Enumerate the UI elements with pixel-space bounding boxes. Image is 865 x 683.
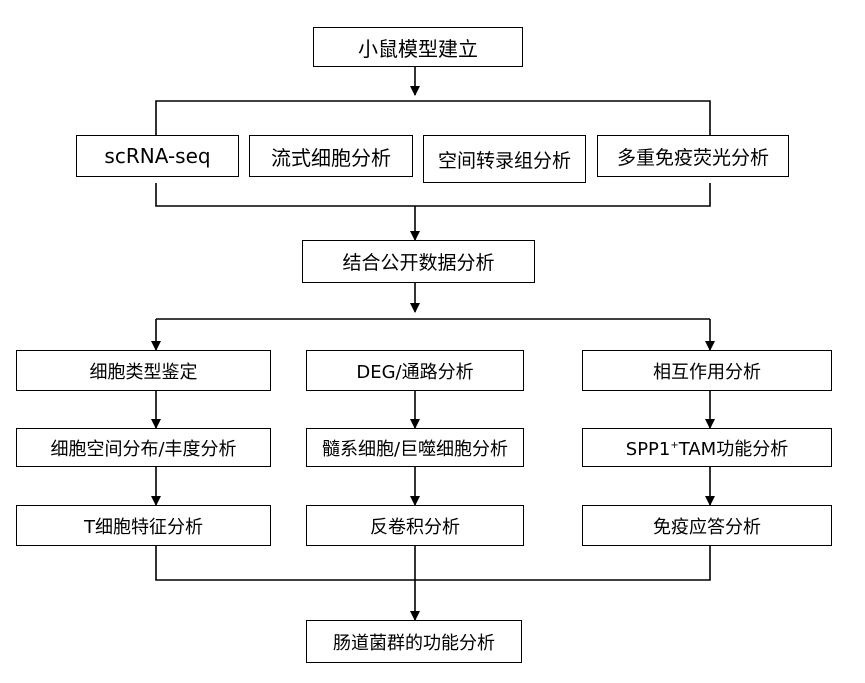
integrate-box: 结合公开数据分析 xyxy=(302,240,535,283)
cell-type-label: 细胞类型鉴定 xyxy=(89,361,198,383)
bracket-line xyxy=(155,100,711,135)
method-label: 流式细胞分析 xyxy=(271,145,391,170)
spatial-distribution-label: 细胞空间分布/丰度分析 xyxy=(50,438,237,460)
tcell-label: T细胞特征分析 xyxy=(84,516,203,538)
col3-step3-box: 免疫应答分析 xyxy=(582,505,832,546)
gut-microbiota-label: 肠道菌群的功能分析 xyxy=(333,632,495,654)
method-label: 多重免疫荧光分析 xyxy=(616,146,769,169)
myeloid-label: 髓系细胞/巨噬细胞分析 xyxy=(321,438,509,460)
deg-label: DEG/通路分析 xyxy=(356,361,474,383)
interaction-label: 相互作用分析 xyxy=(653,361,761,383)
col3-step2-box: SPP1+TAM功能分析 xyxy=(582,428,832,467)
model-label: 小鼠模型建立 xyxy=(358,36,478,61)
deconvolution-label: 反卷积分析 xyxy=(370,516,460,538)
col3-step1-box: 相互作用分析 xyxy=(582,350,832,391)
method-box-flow: 流式细胞分析 xyxy=(249,135,413,177)
method-label: scRNA-seq xyxy=(104,144,211,168)
col2-step3-box: 反卷积分析 xyxy=(306,505,524,546)
model-box: 小鼠模型建立 xyxy=(313,27,523,67)
method-box-scrna: scRNA-seq xyxy=(76,135,239,177)
bracket-line xyxy=(155,546,711,581)
col2-step1-box: DEG/通路分析 xyxy=(306,350,524,391)
col1-step1-box: 细胞类型鉴定 xyxy=(16,350,271,391)
col2-step2-box: 髓系细胞/巨噬细胞分析 xyxy=(306,428,524,467)
method-label: 空间转录组分析 xyxy=(437,149,571,172)
immune-response-label: 免疫应答分析 xyxy=(653,516,761,538)
integrate-label: 结合公开数据分析 xyxy=(342,252,495,274)
method-box-spatial: 空间转录组分析 xyxy=(423,135,586,183)
col1-step3-box: T细胞特征分析 xyxy=(16,505,271,546)
bracket-line xyxy=(155,183,711,207)
spp1-tam-label: SPP1+TAM功能分析 xyxy=(625,438,789,460)
method-box-mif: 多重免疫荧光分析 xyxy=(597,135,789,177)
col1-step2-box: 细胞空间分布/丰度分析 xyxy=(16,428,271,467)
gut-microbiota-box: 肠道菌群的功能分析 xyxy=(306,620,522,663)
